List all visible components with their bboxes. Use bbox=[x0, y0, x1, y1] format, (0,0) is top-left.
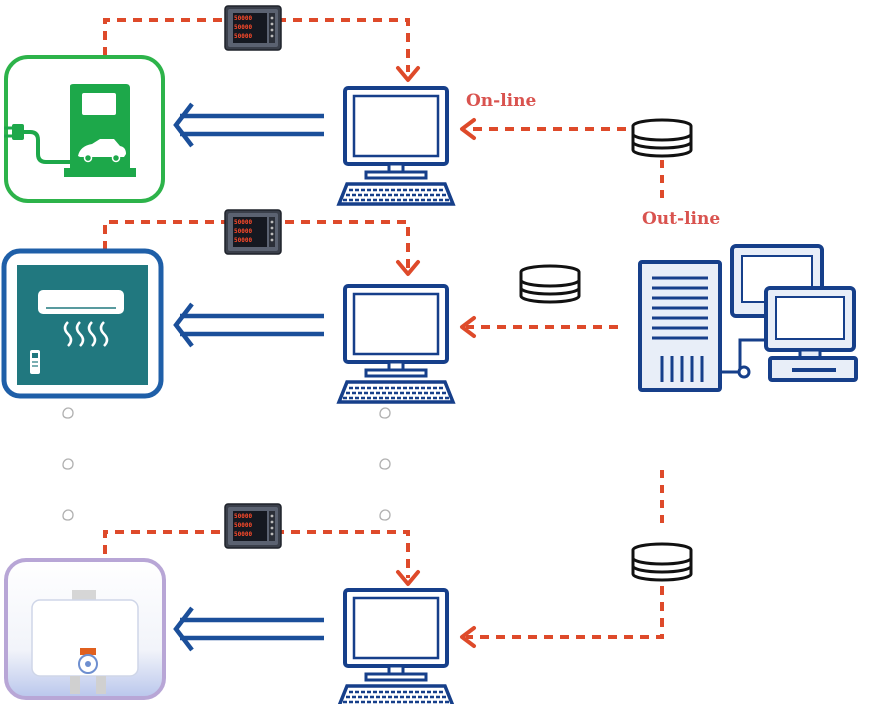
row-water-heater: 50000 50000 50000 bbox=[4, 470, 693, 704]
outline-label: Out-line bbox=[642, 209, 720, 229]
database-icon-3 bbox=[631, 542, 693, 582]
meter-link-arrow-1 bbox=[396, 66, 420, 82]
database-icon-2 bbox=[519, 264, 581, 304]
air-conditioner-icon bbox=[1, 248, 164, 399]
svg-text:50000: 50000 bbox=[234, 219, 252, 226]
online-link-arrow bbox=[460, 118, 476, 140]
db-to-terminal-link bbox=[466, 586, 664, 639]
svg-text:50000: 50000 bbox=[234, 24, 252, 31]
ellipsis-dots bbox=[62, 407, 391, 521]
svg-text:50000: 50000 bbox=[234, 33, 252, 40]
row-air-conditioner: 50000 50000 50000 bbox=[1, 209, 858, 404]
row-ev-charger: 50000 50000 50000 bbox=[4, 5, 720, 229]
server-link-arrow bbox=[460, 316, 476, 338]
svg-text:50000: 50000 bbox=[234, 513, 252, 520]
computer-terminal-2 bbox=[337, 284, 455, 404]
ev-charger-icon bbox=[4, 55, 165, 203]
power-meter-1: 50000 50000 50000 bbox=[224, 5, 282, 51]
meter-link-arrow-2 bbox=[396, 260, 420, 276]
control-arrow-1 bbox=[173, 102, 324, 148]
computer-terminal-1 bbox=[337, 86, 455, 206]
water-heater-icon bbox=[4, 558, 166, 700]
power-meter-2: 50000 50000 50000 bbox=[224, 209, 282, 255]
svg-text:50000: 50000 bbox=[234, 237, 252, 244]
server-workstation-icon bbox=[638, 244, 858, 392]
database-icon-1 bbox=[631, 118, 693, 158]
svg-text:50000: 50000 bbox=[234, 15, 252, 22]
svg-text:50000: 50000 bbox=[234, 228, 252, 235]
control-arrow-2 bbox=[173, 302, 324, 348]
power-meter-3: 50000 50000 50000 bbox=[224, 503, 282, 549]
svg-text:50000: 50000 bbox=[234, 531, 252, 538]
svg-text:50000: 50000 bbox=[234, 522, 252, 529]
meter-link-1 bbox=[103, 18, 410, 72]
online-label: On-line bbox=[466, 91, 537, 111]
meter-link-arrow-3 bbox=[396, 570, 420, 586]
control-arrow-3 bbox=[173, 606, 324, 652]
db-to-terminal-arrow bbox=[460, 626, 476, 648]
computer-terminal-3 bbox=[337, 588, 455, 704]
